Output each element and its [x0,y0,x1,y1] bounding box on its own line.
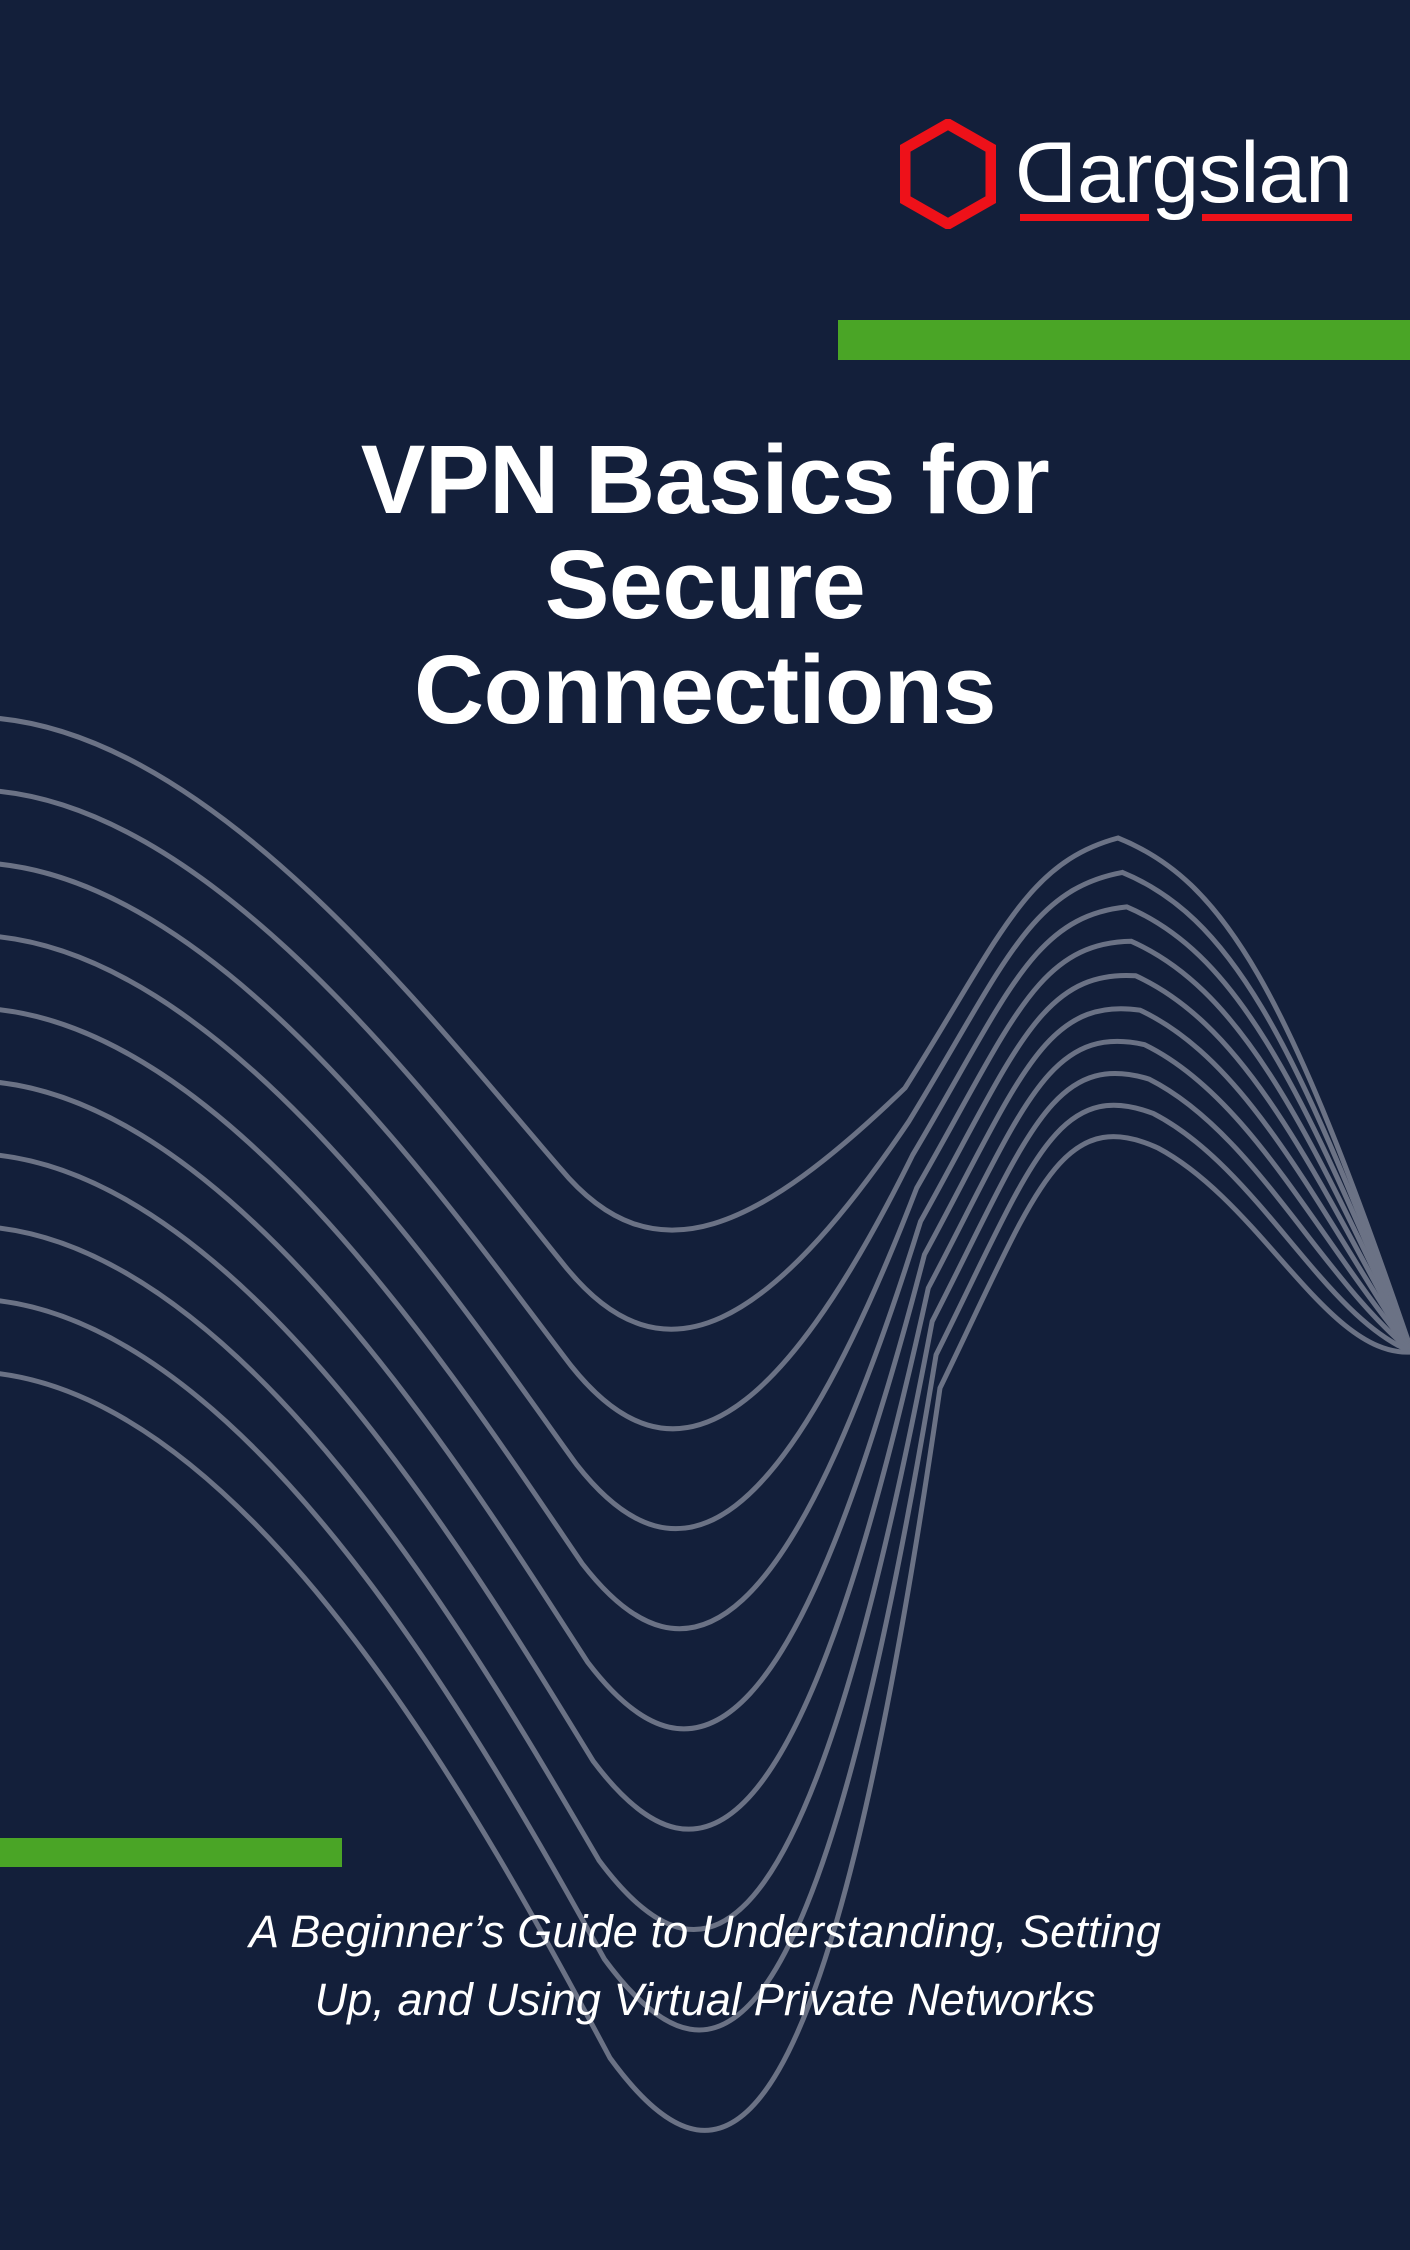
brand-initial-mirrored: D [1015,125,1077,222]
title-line-3: Connections [414,635,996,744]
wave-line [0,1006,1410,1732]
wave-line [0,1071,1410,1932]
accent-bar-bottom [0,1838,342,1867]
wave-line [0,1102,1410,2033]
cover-title: VPN Basics for Secure Connections [0,427,1410,742]
wave-line [0,789,1410,1354]
brand-underline-left [1019,213,1149,221]
wave-line [0,861,1410,1432]
brand-underline-right [1201,213,1352,221]
accent-bar-top [838,320,1410,360]
subtitle-line-2: Up, and Using Virtual Private Networks [314,1974,1096,2025]
brand-wordmark: Dargslan [1015,125,1410,222]
title-line-1: VPN Basics for [360,425,1050,534]
brand-name-rest: argslan [1076,125,1353,222]
wave-line [0,1038,1410,1832]
brand-logo: Dargslan [899,118,1410,230]
wave-line [0,973,1410,1632]
cover-subtitle: A Beginner’s Guide to Understanding, Set… [105,1898,1305,2034]
title-line-2: Secure [544,530,866,639]
brand-wordmark-text: Dargslan [1015,125,1353,222]
wave-line [0,934,1410,1532]
subtitle-line-1: A Beginner’s Guide to Understanding, Set… [249,1906,1161,1957]
wave-line [0,716,1410,1354]
hexagon-outline-icon [899,119,996,229]
